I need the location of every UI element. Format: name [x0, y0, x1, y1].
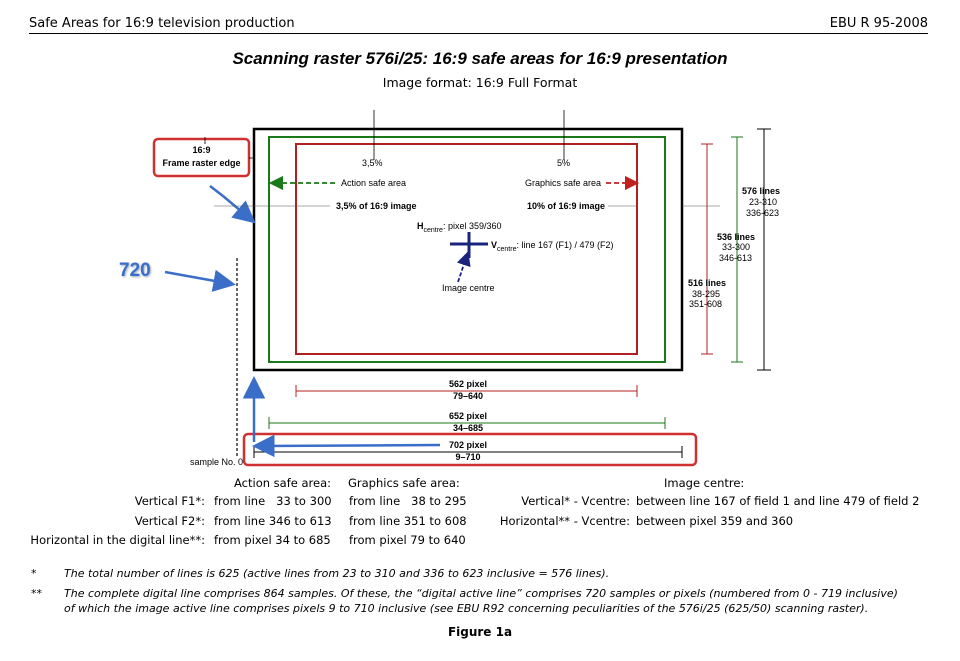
col-graphics-header: Graphics safe area:	[348, 476, 460, 490]
frame-label-2: Frame raster edge	[162, 158, 241, 168]
arrow-702	[252, 434, 441, 458]
lines-536: 536 lines	[717, 232, 756, 242]
frame-label-callout	[152, 137, 251, 178]
centre-row-label: Vertical* - Vcentre:	[521, 494, 630, 508]
px-652-range: 34–685	[452, 423, 484, 433]
annotation-720: 720	[119, 260, 151, 281]
lines-516: 516 lines	[688, 278, 727, 288]
graphics-image-label: 10% of 16:9 image	[527, 201, 606, 211]
vcentre-label: Vcentre: line 167 (F1) / 479 (F2)	[491, 240, 614, 253]
note-text: The total number of lines is 625 (active…	[64, 567, 610, 580]
row-label: Vertical F2*:	[134, 514, 205, 528]
figure-caption: Figure 1a	[447, 625, 513, 639]
px-702-range: 9–710	[455, 452, 481, 462]
sample-no-0: sample No. 0	[190, 457, 244, 467]
note-mark: *	[31, 567, 37, 580]
diagram-subtitle: Image format: 16:9 Full Format	[382, 75, 578, 90]
col-action-header: Action safe area:	[234, 476, 332, 490]
callout-arrow	[222, 195, 256, 224]
px-652: 652 pixel	[448, 411, 488, 421]
px-702: 702 pixel	[448, 440, 488, 450]
lines-576: 576 lines	[742, 186, 781, 196]
pct-action: 3,5%	[362, 158, 383, 168]
hcentre-label: Hcentre: pixel 359/360	[417, 221, 502, 234]
pixel-702-callout	[242, 432, 698, 467]
frame-raster-edge	[252, 127, 684, 372]
lines-516-a: 38-295	[692, 289, 721, 299]
graphics-safe-rect	[295, 143, 638, 355]
action-image-label: 3,5% of 16:9 image	[336, 201, 417, 211]
action-safe-label: Action safe area	[341, 178, 407, 188]
note-mark: **	[31, 587, 42, 600]
lines-536-a: 33-300	[722, 242, 751, 252]
col-centre-header: Image centre:	[664, 476, 745, 490]
graphics-safe-label: Graphics safe area	[525, 178, 602, 188]
image-centre-label: Image centre	[442, 283, 495, 293]
action-safe-rect	[268, 136, 666, 363]
px-562: 562 pixel	[448, 379, 488, 389]
row-graphics: from pixel 79 to 640	[349, 533, 466, 547]
header-left: Safe Areas for 16:9 television productio…	[29, 16, 295, 31]
row-graphics: from line 351 to 608	[349, 514, 467, 528]
lines-576-b: 336-623	[746, 208, 780, 218]
row-action: from pixel 34 to 685	[214, 533, 331, 547]
lines-576-a: 23-310	[749, 197, 778, 207]
row-label: Vertical F1*:	[134, 494, 205, 508]
header-right: EBU R 95-2008	[829, 16, 928, 31]
row-action: from line 33 to 300	[214, 494, 332, 508]
frame-label-1: 16:9	[192, 145, 211, 155]
row-action: from line 346 to 613	[214, 514, 332, 528]
px-562-range: 79–640	[452, 391, 484, 401]
row-graphics: from line 38 to 295	[349, 494, 467, 508]
centre-row-value: between pixel 359 and 360	[636, 514, 794, 528]
row-label: Horizontal in the digital line**:	[30, 533, 205, 547]
centre-row-value: between line 167 of field 1 and line 479…	[636, 494, 920, 508]
centre-row-label: Horizontal** - Vcentre:	[499, 514, 630, 528]
diagram-title: Scanning raster 576i/25: 16:9 safe areas…	[232, 49, 728, 68]
note-text: The complete digital line comprises 864 …	[64, 587, 898, 600]
pct-graphics: 5%	[557, 158, 571, 168]
arrow-720	[164, 269, 236, 292]
lines-516-b: 351-608	[689, 299, 723, 309]
note-text-cont: of which the image active line comprises…	[64, 602, 869, 615]
header-rule	[29, 33, 928, 34]
lines-536-b: 346-613	[719, 253, 753, 263]
